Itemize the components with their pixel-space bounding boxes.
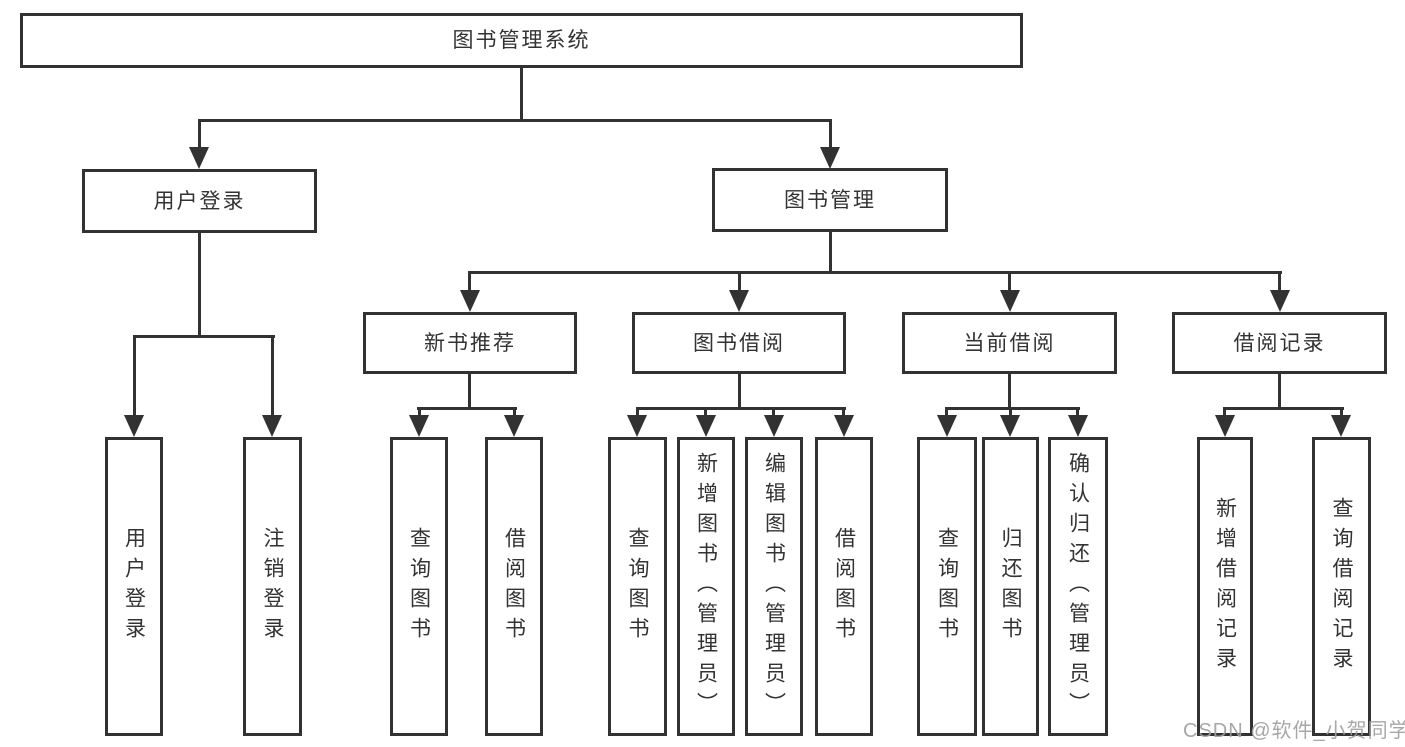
arrow-down-icon	[504, 415, 524, 437]
node-label: 新增借阅记录	[1213, 496, 1237, 677]
node-label: 借阅图书	[832, 526, 856, 647]
arrow-down-icon	[1215, 415, 1235, 437]
connector-drop	[772, 407, 775, 417]
connector-drop	[1076, 407, 1079, 417]
node-label: 用户登录	[153, 189, 246, 213]
connector-drop	[842, 407, 845, 417]
node-query-books-current: 查询图书	[917, 437, 977, 736]
watermark-text: CSDN @软件_小贺同学	[1183, 720, 1405, 742]
node-label: 新书推荐	[424, 331, 516, 355]
node-query-borrow-record: 查询借阅记录	[1312, 437, 1371, 736]
arrow-down-icon	[262, 415, 282, 437]
connector-drop	[704, 407, 707, 417]
node-label: 查询图书	[626, 526, 649, 647]
connector-drop-login-leaf	[133, 335, 136, 417]
node-user-login-leaf: 用户登录	[105, 437, 163, 736]
node-new-book-recommendation: 新书推荐	[363, 312, 577, 374]
arrow-down-icon	[409, 415, 429, 437]
connector-drop	[418, 407, 421, 417]
connector-records-stem	[1278, 374, 1281, 410]
node-user-login: 用户登录	[82, 169, 317, 233]
connector-drop-borrowing	[738, 271, 741, 292]
arrow-down-icon	[460, 290, 480, 312]
connector-drop-book-management	[829, 119, 832, 149]
node-edit-books-admin: 编辑图书（管理员）	[745, 437, 803, 736]
connector-borrowing-stem	[738, 374, 741, 410]
connector-records-bus	[1224, 407, 1344, 410]
node-library-management-system: 图书管理系统	[20, 13, 1023, 68]
connector-root-stem	[520, 68, 523, 121]
connector-drop	[945, 407, 948, 417]
connector-recommendation-stem	[468, 374, 471, 410]
arrow-down-icon	[1270, 290, 1290, 312]
node-label: 新增图书（管理员）	[694, 451, 718, 722]
connector-user-login-stem	[198, 233, 201, 337]
connector-level2-bus	[198, 119, 832, 122]
arrow-down-icon	[627, 415, 647, 437]
connector-borrowing-bus	[636, 407, 846, 410]
connector-recommendation-bus	[417, 407, 517, 410]
connector-drop	[1223, 407, 1226, 417]
connector-user-login-bus	[133, 335, 275, 338]
arrow-down-icon	[124, 415, 144, 437]
connector-level3-bus	[469, 271, 1282, 274]
node-label: 借阅记录	[1233, 331, 1326, 355]
node-add-books-admin: 新增图书（管理员）	[677, 437, 735, 736]
node-borrow-books-borrowing: 借阅图书	[815, 437, 873, 736]
node-book-management: 图书管理	[712, 168, 948, 232]
connector-drop	[513, 407, 516, 417]
node-label: 注销登录	[261, 526, 284, 647]
connector-drop	[636, 407, 639, 417]
node-label: 查询借阅记录	[1330, 496, 1353, 677]
node-borrow-books-recommendation: 借阅图书	[485, 437, 543, 736]
node-label: 用户登录	[122, 526, 146, 647]
arrow-down-icon	[1000, 290, 1020, 312]
node-add-borrow-record: 新增借阅记录	[1197, 437, 1253, 736]
node-query-books-borrowing: 查询图书	[608, 437, 667, 736]
arrow-down-icon	[764, 415, 784, 437]
arrow-down-icon	[937, 415, 957, 437]
node-label: 图书借阅	[693, 331, 785, 355]
connector-drop-records	[1278, 271, 1281, 292]
connector-current-bus	[945, 407, 1080, 410]
connector-drop-current	[1008, 271, 1011, 292]
node-book-borrowing: 图书借阅	[632, 312, 846, 374]
arrow-down-icon	[834, 415, 854, 437]
node-label: 归还图书	[999, 526, 1022, 647]
node-borrowing-records: 借阅记录	[1172, 312, 1387, 374]
node-label: 查询图书	[407, 526, 431, 647]
node-return-books: 归还图书	[982, 437, 1039, 736]
connector-drop-user-login	[198, 119, 201, 149]
node-label: 编辑图书（管理员）	[762, 451, 786, 722]
arrow-down-icon	[696, 415, 716, 437]
arrow-down-icon	[820, 147, 840, 169]
connector-current-stem	[1008, 374, 1011, 410]
arrow-down-icon	[1331, 415, 1351, 437]
node-label: 确认归还（管理员）	[1066, 451, 1090, 722]
node-label: 图书管理	[784, 188, 876, 212]
connector-drop	[1009, 407, 1012, 417]
node-logout: 注销登录	[243, 437, 302, 736]
node-label: 借阅图书	[502, 526, 526, 647]
node-label: 当前借阅	[963, 331, 1056, 355]
node-label: 图书管理系统	[452, 29, 591, 52]
connector-book-management-stem	[829, 232, 832, 273]
arrow-down-icon	[1068, 415, 1088, 437]
arrow-down-icon	[729, 290, 749, 312]
connector-drop	[1340, 407, 1343, 417]
node-label: 查询图书	[935, 526, 959, 647]
node-confirm-return-admin: 确认归还（管理员）	[1048, 437, 1108, 736]
node-current-borrowing: 当前借阅	[902, 312, 1117, 374]
arrow-down-icon	[189, 147, 209, 169]
arrow-down-icon	[1000, 415, 1020, 437]
node-query-books-recommendation: 查询图书	[390, 437, 448, 736]
connector-drop-logout-leaf	[271, 335, 274, 417]
connector-drop-recommendation	[468, 271, 471, 292]
